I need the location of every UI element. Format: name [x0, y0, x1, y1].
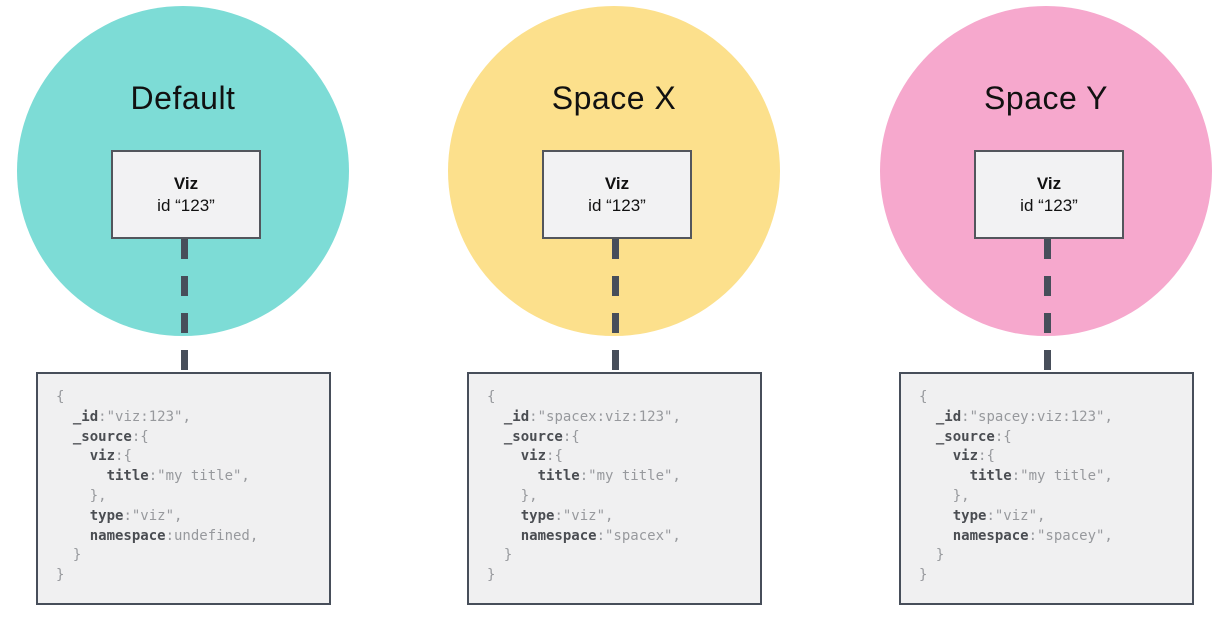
connector-dashed-line-default: [181, 239, 188, 372]
code-line: _id:"spacex:viz:123",: [487, 408, 760, 428]
viz-node-space-x: Viz id “123”: [542, 150, 692, 239]
code-line: },: [56, 487, 329, 507]
code-rest: :"my title",: [148, 468, 250, 485]
code-rest: :"my title",: [1011, 468, 1113, 485]
code-line: }: [56, 546, 329, 566]
code-line: },: [919, 487, 1192, 507]
code-line: viz:{: [919, 447, 1192, 467]
code-line: }: [919, 566, 1192, 586]
code-line: viz:{: [56, 447, 329, 467]
code-key: _id: [56, 408, 99, 425]
code-rest: }: [919, 547, 945, 564]
code-rest: }: [487, 567, 496, 584]
code-rest: :"viz",: [123, 507, 183, 524]
code-line: },: [487, 487, 760, 507]
code-line: {: [56, 388, 329, 408]
code-key: title: [56, 468, 149, 485]
viz-node-id: id “123”: [157, 195, 215, 215]
code-rest: :{: [131, 428, 149, 445]
code-rest: :"spacex",: [596, 527, 681, 544]
code-line: _source:{: [56, 428, 329, 448]
code-rest: :{: [115, 448, 132, 465]
document-code-box-space-x: { _id:"spacex:viz:123", _source:{ viz:{ …: [467, 372, 762, 605]
viz-node-default: Viz id “123”: [111, 150, 261, 239]
code-rest: },: [56, 487, 107, 504]
code-rest: }: [56, 547, 82, 564]
code-key: _source: [56, 428, 132, 445]
code-rest: :{: [562, 428, 580, 445]
viz-node-id: id “123”: [588, 195, 646, 215]
viz-node-space-y: Viz id “123”: [974, 150, 1124, 239]
code-line: _id:"spacey:viz:123",: [919, 408, 1192, 428]
space-title-space-x: Space X: [551, 80, 677, 116]
code-line: title:"my title",: [487, 467, 760, 487]
code-key: namespace: [919, 527, 1029, 544]
code-line: type:"viz",: [487, 507, 760, 527]
code-line: namespace:"spacex",: [487, 527, 760, 547]
code-key: _id: [487, 408, 530, 425]
code-rest: :"viz:123",: [98, 408, 191, 425]
code-rest: }: [487, 547, 513, 564]
viz-node-id: id “123”: [1020, 195, 1078, 215]
code-key: viz: [919, 448, 979, 465]
code-rest: :"viz",: [554, 507, 614, 524]
code-rest: :undefined,: [165, 527, 259, 544]
code-key: viz: [56, 448, 116, 465]
code-key: _id: [919, 408, 962, 425]
space-title-default: Default: [130, 80, 236, 116]
code-line: {: [919, 388, 1192, 408]
code-line: viz:{: [487, 447, 760, 467]
code-rest: },: [919, 487, 970, 504]
code-line: title:"my title",: [56, 467, 329, 487]
column-space-x: Space X Viz id “123” { _id:"spacex:viz:1…: [446, 0, 786, 622]
code-line: }: [487, 566, 760, 586]
code-rest: {: [919, 389, 928, 405]
code-rest: }: [56, 567, 65, 584]
code-key: type: [487, 507, 555, 524]
column-default: Default Viz id “123” { _id:"viz:123", _s…: [15, 0, 355, 622]
code-line: title:"my title",: [919, 467, 1192, 487]
code-rest: :{: [978, 448, 995, 465]
code-line: _source:{: [487, 428, 760, 448]
code-key: title: [919, 468, 1012, 485]
code-line: }: [56, 566, 329, 586]
code-rest: :{: [546, 448, 563, 465]
code-line: type:"viz",: [919, 507, 1192, 527]
connector-dashed-line-space-x: [612, 239, 619, 372]
code-line: _id:"viz:123",: [56, 408, 329, 428]
code-line: namespace:undefined,: [56, 527, 329, 547]
document-code-box-default: { _id:"viz:123", _source:{ viz:{ title:"…: [36, 372, 331, 605]
viz-node-label: Viz: [604, 173, 630, 193]
code-key: _source: [487, 428, 563, 445]
code-rest: {: [56, 389, 65, 405]
code-key: viz: [487, 448, 547, 465]
code-rest: }: [919, 567, 928, 584]
code-rest: :"spacey",: [1028, 527, 1113, 544]
space-title-space-y: Space Y: [984, 80, 1108, 116]
code-rest: :"viz",: [986, 507, 1046, 524]
code-key: type: [919, 507, 987, 524]
viz-node-label: Viz: [173, 173, 199, 193]
code-key: namespace: [487, 527, 597, 544]
code-line: _source:{: [919, 428, 1192, 448]
code-rest: :"my title",: [579, 468, 681, 485]
code-line: {: [487, 388, 760, 408]
code-line: }: [919, 546, 1192, 566]
column-space-y: Space Y Viz id “123” { _id:"spacey:viz:1…: [878, 0, 1218, 622]
code-line: namespace:"spacey",: [919, 527, 1192, 547]
code-key: _source: [919, 428, 995, 445]
code-rest: {: [487, 389, 496, 405]
viz-node-label: Viz: [1036, 173, 1062, 193]
code-rest: :"spacex:viz:123",: [529, 408, 681, 425]
code-rest: :"spacey:viz:123",: [961, 408, 1113, 425]
code-line: type:"viz",: [56, 507, 329, 527]
code-line: }: [487, 546, 760, 566]
code-key: title: [487, 468, 580, 485]
code-rest: },: [487, 487, 538, 504]
code-key: type: [56, 507, 124, 524]
code-key: namespace: [56, 527, 166, 544]
code-rest: :{: [994, 428, 1012, 445]
document-code-box-space-y: { _id:"spacey:viz:123", _source:{ viz:{ …: [899, 372, 1194, 605]
connector-dashed-line-space-y: [1044, 239, 1051, 372]
